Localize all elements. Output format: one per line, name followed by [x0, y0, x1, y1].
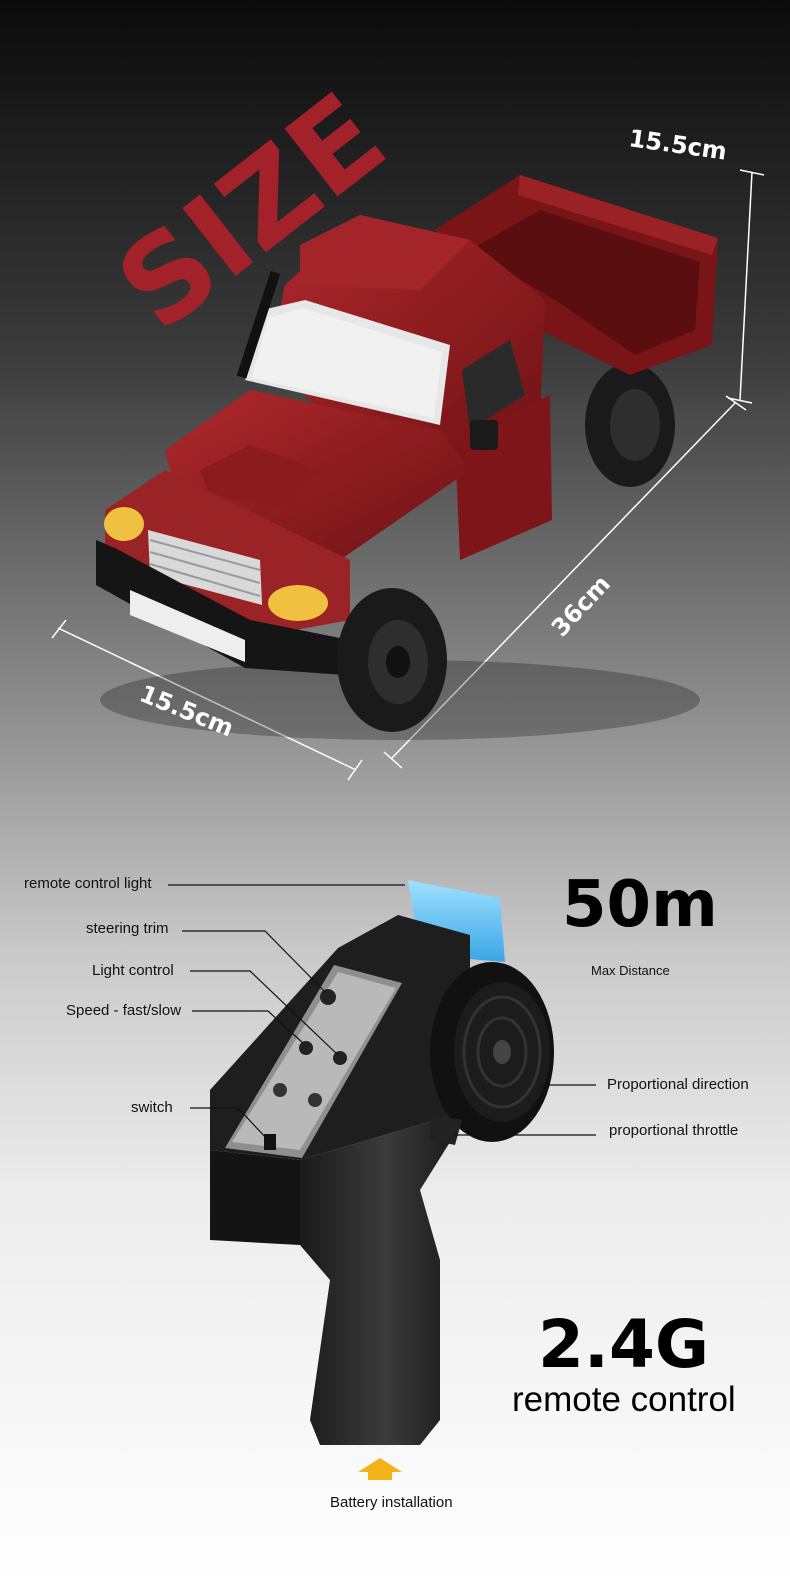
- callout-light-control: Light control: [92, 962, 174, 979]
- range-value: 50m: [562, 868, 718, 942]
- callout-battery-installation: Battery installation: [330, 1494, 453, 1511]
- speed-button: [299, 1041, 313, 1055]
- light-button: [333, 1051, 347, 1065]
- callout-proportional-direction: Proportional direction: [607, 1076, 749, 1093]
- steering-trim-knob: [320, 989, 336, 1005]
- callout-proportional-throttle: proportional throttle: [609, 1122, 739, 1139]
- power-switch: [264, 1134, 276, 1150]
- frequency-value: 2.4G: [538, 1306, 710, 1383]
- dimension-lines: [51, 169, 765, 781]
- callout-lines: [168, 884, 596, 1141]
- callout-switch: switch: [131, 1099, 173, 1116]
- frequency-caption: remote control: [512, 1380, 736, 1419]
- throttle-trigger: [430, 1115, 462, 1145]
- range-caption: Max Distance: [591, 963, 670, 978]
- callout-speed: Speed - fast/slow: [66, 1002, 182, 1019]
- remote-controller: [210, 880, 554, 1445]
- grip: [300, 1110, 470, 1445]
- callout-steering-trim: steering trim: [86, 920, 169, 937]
- callout-remote-control-light: remote control light: [24, 875, 152, 892]
- battery-arrow-icon: [358, 1458, 402, 1480]
- rc-pickup-truck: [96, 175, 718, 740]
